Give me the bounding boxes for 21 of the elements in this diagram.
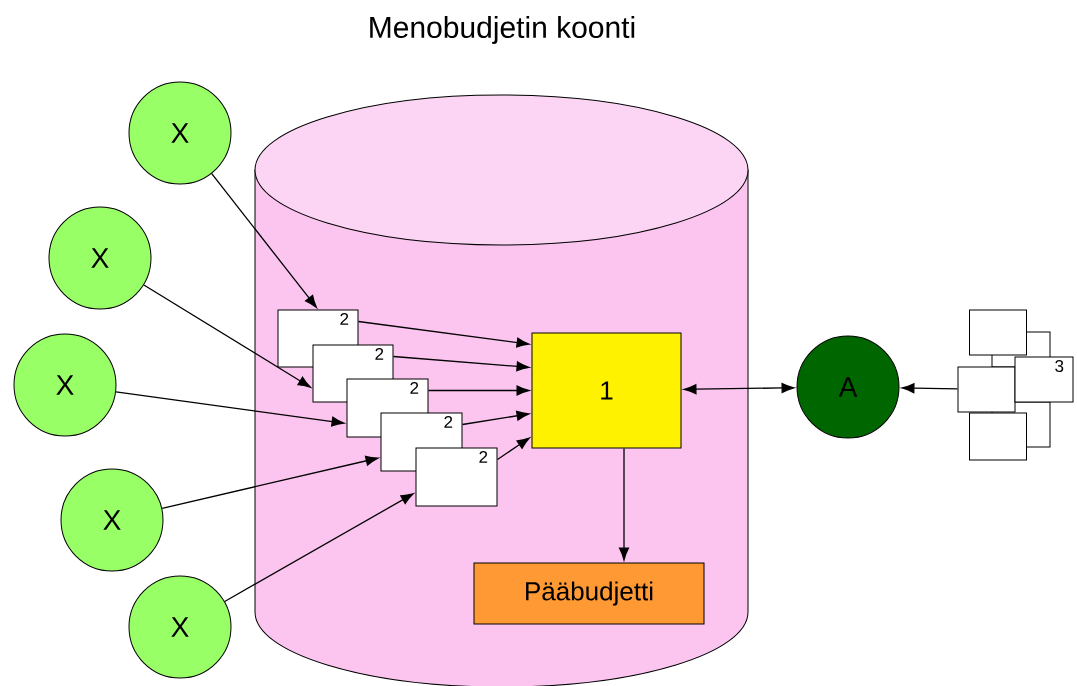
page-box	[957, 366, 1016, 413]
arrow	[427, 385, 530, 396]
page-box: 3	[1014, 356, 1074, 403]
arrow	[392, 355, 530, 372]
result-box: Pääbudjetti	[473, 562, 705, 625]
page-box: 2	[415, 447, 498, 507]
arrow	[224, 493, 414, 603]
process-box: 1	[531, 332, 682, 449]
arrow	[143, 284, 311, 388]
title: Menobudjetin koonti	[370, 16, 635, 44]
arrow	[619, 447, 630, 561]
arrow	[901, 383, 959, 394]
arrow	[115, 391, 345, 427]
page-box	[969, 309, 1027, 356]
page-box	[969, 412, 1027, 461]
arrow	[683, 382, 795, 395]
arrow	[161, 455, 379, 509]
arrow	[496, 437, 530, 461]
arrow	[461, 410, 530, 426]
arrow	[211, 172, 317, 308]
arrow	[357, 320, 530, 348]
